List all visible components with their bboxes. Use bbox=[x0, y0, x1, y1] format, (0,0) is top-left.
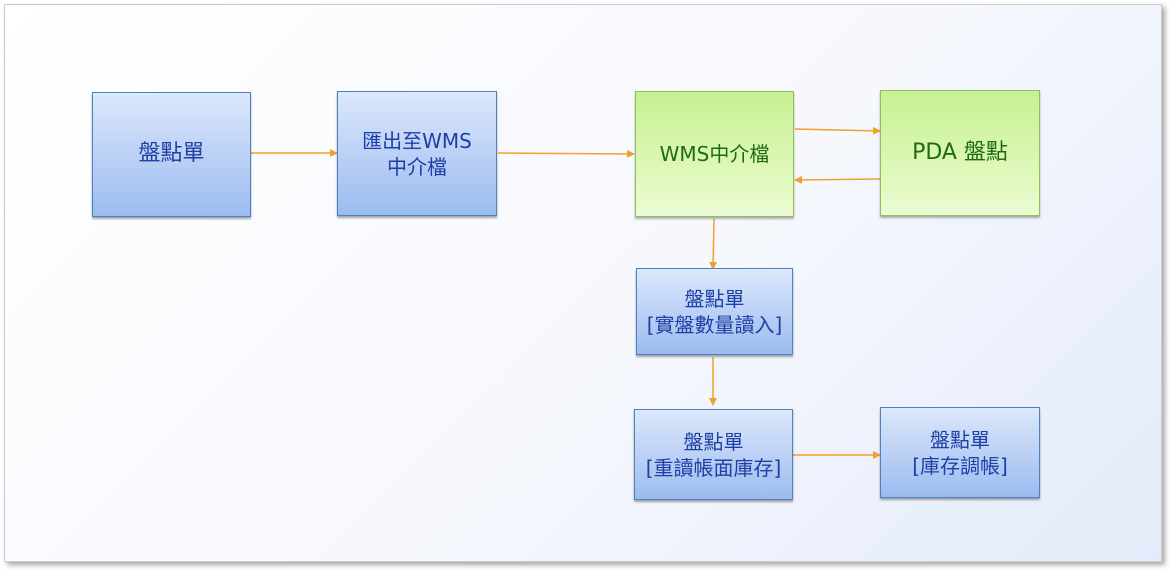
node-count-sheet[interactable]: 盤點單 bbox=[92, 92, 251, 217]
node-reread-book-stock-line1: 盤點單 bbox=[683, 429, 744, 454]
node-stock-adjust-line1: 盤點單 bbox=[930, 427, 990, 452]
node-wms-file[interactable]: WMS中介檔 bbox=[635, 91, 794, 217]
node-pda-count-label: PDA 盤點 bbox=[912, 139, 1008, 165]
arrow-pda-to-wms bbox=[794, 175, 881, 184]
node-stock-adjust[interactable]: 盤點單 [庫存調帳] bbox=[880, 407, 1040, 498]
node-stock-adjust-line2: [庫存調帳] bbox=[912, 453, 1008, 478]
node-export-to-wms-line2: 中介檔 bbox=[387, 154, 447, 179]
arrow-wms-to-read bbox=[709, 218, 718, 270]
node-wms-file-label: WMS中介檔 bbox=[659, 142, 770, 166]
arrow-wms-to-pda bbox=[794, 126, 881, 135]
node-read-actual-qty-line2: [實盤數量讀入] bbox=[646, 312, 783, 337]
node-read-actual-qty[interactable]: 盤點單 [實盤數量讀入] bbox=[636, 268, 793, 355]
node-read-actual-qty-line1: 盤點單 bbox=[684, 286, 745, 311]
node-pda-count[interactable]: PDA 盤點 bbox=[880, 90, 1040, 216]
node-export-to-wms[interactable]: 匯出至WMS 中介檔 bbox=[337, 91, 497, 216]
node-reread-book-stock-line2: [重讀帳面庫存] bbox=[645, 455, 782, 480]
node-export-to-wms-line1: 匯出至WMS bbox=[362, 128, 472, 153]
node-reread-book-stock[interactable]: 盤點單 [重讀帳面庫存] bbox=[634, 409, 793, 500]
arrow-export-to-wms bbox=[497, 149, 635, 158]
node-count-sheet-label: 盤點單 bbox=[138, 141, 205, 167]
